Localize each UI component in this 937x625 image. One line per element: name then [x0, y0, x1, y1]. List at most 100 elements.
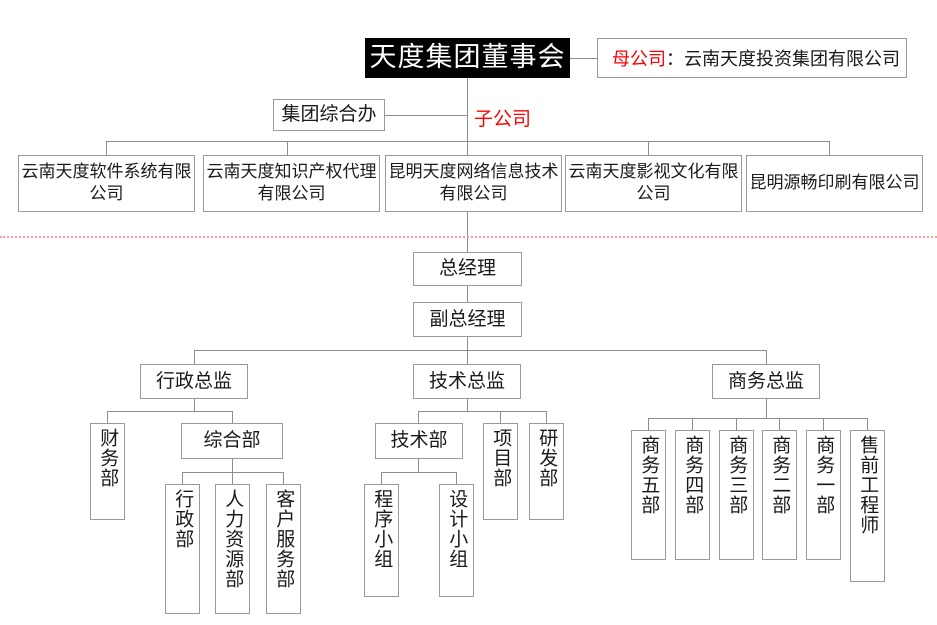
- admin-branch-bus: [107, 411, 232, 412]
- directors-bus-line: [194, 350, 767, 351]
- business-branch-stem: [766, 399, 767, 411]
- gm-to-dgm-line: [467, 286, 468, 302]
- subsidiary-drop-2: [287, 141, 288, 155]
- general-affairs-drop-1: [182, 472, 183, 484]
- general-affairs-stem: [232, 459, 233, 472]
- rnd-dept-box[interactable]: 研发部: [529, 423, 564, 520]
- subsidiary-box-5[interactable]: 昆明源畅印刷有限公司: [746, 155, 923, 212]
- business-dept-label-2: 商务二部: [769, 435, 792, 515]
- finance-dept-box[interactable]: 财务部: [90, 423, 125, 520]
- section-divider: [0, 236, 937, 238]
- business-dept-label-3: 商务三部: [726, 435, 749, 515]
- general-affairs-label: 综合部: [203, 429, 261, 452]
- group-office-label: 集团综合办: [281, 103, 377, 126]
- business-drop-4: [779, 418, 780, 430]
- director-drop-business: [766, 350, 767, 364]
- business-stem-join: [766, 411, 767, 418]
- presales-engineer-label: 售前工程师: [857, 435, 880, 535]
- management-spine-upper: [467, 212, 468, 252]
- tech-branch-bus: [418, 411, 546, 412]
- subsidiary-label-3: 昆明天度网络信息技术有限公司: [388, 162, 559, 204]
- parent-company-name: 云南天度投资集团有限公司: [684, 49, 900, 70]
- subsidiary-label-4: 云南天度影视文化有限公司: [568, 162, 739, 204]
- tech-dept-drop-2: [456, 472, 457, 484]
- project-dept-label: 项目部: [490, 428, 513, 488]
- design-team-label: 设计小组: [446, 489, 469, 569]
- business-branch-bus: [648, 418, 867, 419]
- business-dept-label-4: 商务四部: [682, 435, 705, 515]
- tech-dept-label: 技术部: [390, 429, 448, 452]
- rnd-dept-label: 研发部: [536, 428, 559, 488]
- tech-dept-bus: [381, 472, 456, 473]
- deputy-general-manager-label: 副总经理: [429, 307, 506, 330]
- tech-dept-stem: [418, 459, 419, 472]
- subsidiary-drop-4: [648, 141, 649, 155]
- business-drop-3: [736, 418, 737, 430]
- admin-dept-label: 行政部: [172, 489, 195, 549]
- business-dept-box-2[interactable]: 商务二部: [762, 430, 797, 560]
- tech-drop-rnd: [546, 411, 547, 423]
- director-box-business[interactable]: 商务总监: [712, 364, 820, 399]
- general-affairs-drop-3: [283, 472, 284, 484]
- business-dept-box-1[interactable]: 商务一部: [806, 430, 841, 560]
- subsidiary-drop-1: [106, 141, 107, 155]
- business-dept-label-1: 商务一部: [813, 435, 836, 515]
- tech-branch-stem: [467, 399, 468, 411]
- board-to-parent-connector: [570, 58, 597, 59]
- subsidiary-box-1[interactable]: 云南天度软件系统有限公司: [18, 155, 195, 212]
- director-label-admin: 行政总监: [155, 369, 232, 392]
- presales-engineer-box[interactable]: 售前工程师: [850, 430, 885, 582]
- general-affairs-box[interactable]: 综合部: [181, 423, 283, 459]
- board-of-directors-label: 天度集团董事会: [369, 42, 566, 74]
- director-label-business: 商务总监: [727, 369, 804, 392]
- business-dept-label-5: 商务五部: [638, 435, 661, 515]
- group-office-box[interactable]: 集团综合办: [273, 99, 385, 131]
- director-drop-tech: [467, 350, 468, 364]
- subsidiary-drop-3: [467, 141, 468, 155]
- general-manager-label: 总经理: [438, 257, 496, 280]
- business-dept-box-5[interactable]: 商务五部: [631, 430, 666, 560]
- admin-branch-stem: [194, 399, 195, 411]
- subsidiary-label-2: 云南天度知识产权代理有限公司: [206, 162, 377, 204]
- tech-drop-tech-dept: [418, 411, 419, 423]
- deputy-general-manager-box[interactable]: 副总经理: [413, 302, 522, 337]
- parent-company-callout[interactable]: 母公司：云南天度投资集团有限公司: [597, 38, 907, 78]
- design-team-box[interactable]: 设计小组: [439, 484, 474, 597]
- customer-service-dept-box[interactable]: 客户服务部: [266, 484, 301, 614]
- business-dept-box-4[interactable]: 商务四部: [675, 430, 710, 560]
- finance-dept-label: 财务部: [97, 428, 120, 488]
- business-dept-box-3[interactable]: 商务三部: [719, 430, 754, 560]
- director-box-tech[interactable]: 技术总监: [413, 364, 521, 399]
- director-label-tech: 技术总监: [428, 369, 505, 392]
- subsidiary-box-2[interactable]: 云南天度知识产权代理有限公司: [203, 155, 380, 212]
- dgm-to-directors-line: [467, 337, 468, 350]
- business-drop-2: [692, 418, 693, 430]
- tech-dept-drop-1: [381, 472, 382, 484]
- general-affairs-drop-2: [232, 472, 233, 484]
- hr-dept-box[interactable]: 人力资源部: [215, 484, 250, 614]
- subsidiary-box-4[interactable]: 云南天度影视文化有限公司: [565, 155, 742, 212]
- general-manager-box[interactable]: 总经理: [413, 252, 522, 286]
- director-box-admin[interactable]: 行政总监: [140, 364, 248, 399]
- parent-company-separator: ：: [666, 49, 684, 70]
- business-drop-5: [823, 418, 824, 430]
- business-drop-1: [648, 418, 649, 430]
- group-office-connector: [385, 115, 467, 116]
- hr-dept-label: 人力资源部: [222, 489, 245, 589]
- business-drop-6: [867, 418, 868, 430]
- board-spine-line: [467, 78, 468, 141]
- subsidiary-tag: 子公司: [474, 108, 532, 130]
- project-dept-box[interactable]: 项目部: [483, 423, 518, 520]
- customer-service-dept-label: 客户服务部: [273, 489, 296, 589]
- subsidiary-box-3[interactable]: 昆明天度网络信息技术有限公司: [385, 155, 562, 212]
- program-team-box[interactable]: 程序小组: [364, 484, 399, 597]
- program-team-label: 程序小组: [371, 489, 394, 569]
- subsidiary-label-5: 昆明源畅印刷有限公司: [749, 172, 920, 193]
- tech-dept-box[interactable]: 技术部: [375, 423, 463, 459]
- subsidiary-label-1: 云南天度软件系统有限公司: [21, 162, 192, 204]
- board-of-directors-box[interactable]: 天度集团董事会: [365, 38, 570, 78]
- admin-dept-box[interactable]: 行政部: [165, 484, 200, 614]
- admin-drop-finance: [107, 411, 108, 423]
- admin-drop-general-affairs: [232, 411, 233, 423]
